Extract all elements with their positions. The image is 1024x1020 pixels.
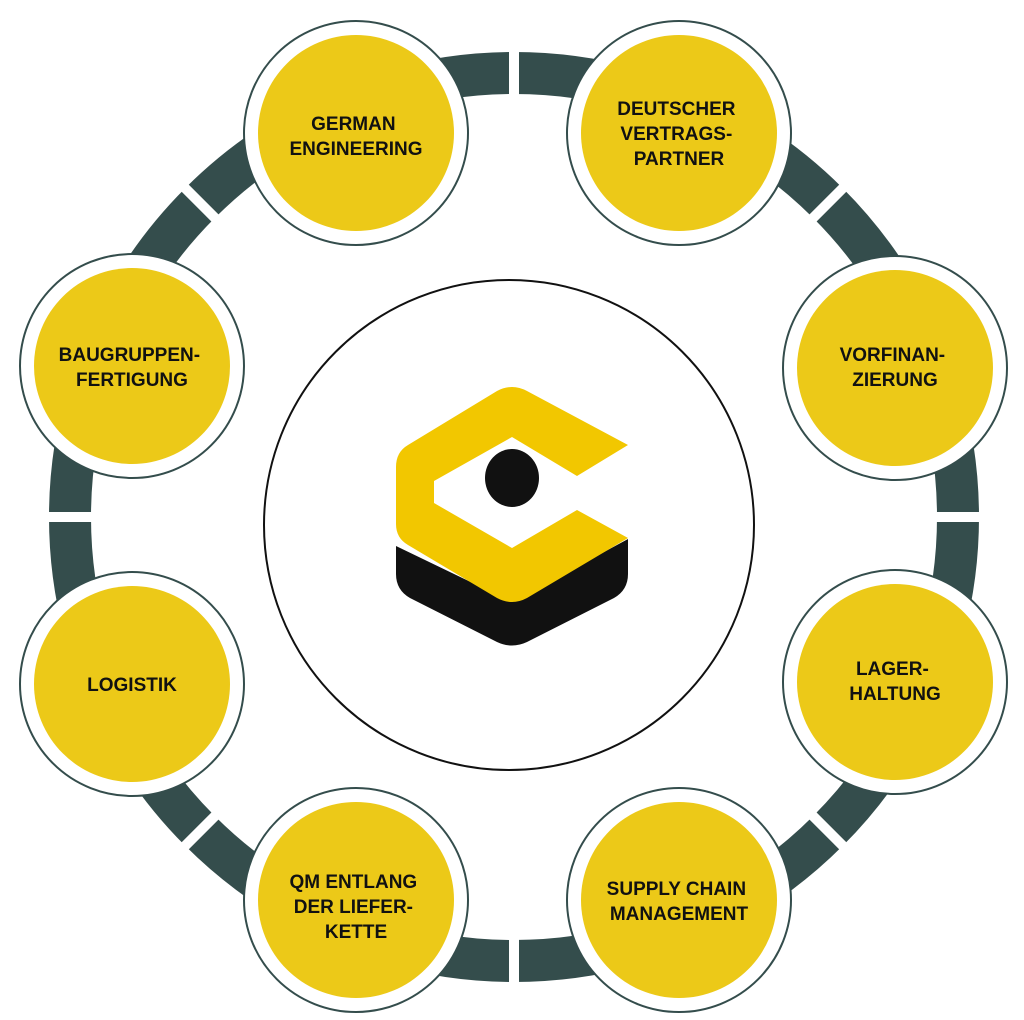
- node-fill: [797, 584, 993, 780]
- logo-yellow-c: [396, 387, 628, 602]
- node-label: SUPPLY CHAIN MANAGEMENT: [607, 879, 752, 925]
- node-label-line: MANAGEMENT: [610, 904, 749, 925]
- node-label-line: HALTUNG: [849, 684, 940, 705]
- node-label-line: LOGISTIK: [87, 675, 177, 696]
- node-baugruppenfertigung: BAUGRUPPEN- FERTIGUNG: [19, 253, 245, 479]
- node-lagerhaltung: LAGER- HALTUNG: [782, 569, 1008, 795]
- ring-gap: [804, 179, 852, 227]
- node-german-engineering: GERMAN ENGINEERING: [243, 20, 469, 246]
- node-fill: [258, 35, 454, 231]
- node-label-line: KETTE: [325, 922, 387, 943]
- node-qm-entlang-der-lieferkette: QM ENTLANG DER LIEFER- KETTE: [243, 787, 469, 1013]
- node-label-line: ZIERUNG: [852, 370, 938, 391]
- node-supply-chain-management: SUPPLY CHAIN MANAGEMENT: [566, 787, 792, 1013]
- node-label: BAUGRUPPEN- FERTIGUNG: [59, 345, 206, 391]
- center-hub: [263, 279, 755, 771]
- node-label-line: BAUGRUPPEN-: [59, 345, 200, 366]
- ring-gap: [176, 179, 224, 227]
- node-fill: [258, 802, 454, 998]
- node-fill: [34, 586, 230, 782]
- node-label: LOGISTIK: [87, 675, 177, 696]
- node-label: QM ENTLANG DER LIEFER- KETTE: [290, 872, 423, 943]
- node-label-line: ENGINEERING: [289, 139, 422, 160]
- node-logistik: LOGISTIK: [19, 571, 245, 797]
- node-fill: [34, 268, 230, 464]
- node-label-line: PARTNER: [634, 149, 725, 170]
- node-label-line: DEUTSCHER: [617, 99, 736, 120]
- node-label: VORFINAN- ZIERUNG: [840, 345, 951, 391]
- node-label-line: FERTIGUNG: [76, 370, 188, 391]
- node-label: LAGER- HALTUNG: [849, 659, 940, 705]
- center-circle: [263, 279, 755, 771]
- ring-gap: [804, 807, 852, 855]
- node-label-line: QM ENTLANG: [290, 872, 418, 893]
- node-label-line: LAGER-: [856, 659, 929, 680]
- node-fill: [581, 802, 777, 998]
- node-label-line: DER LIEFER-: [294, 897, 413, 918]
- node-deutscher-vertragspartner: DEUTSCHER VERTRAGS- PARTNER: [566, 20, 792, 246]
- node-label: DEUTSCHER VERTRAGS- PARTNER: [617, 99, 741, 170]
- ring-gap: [176, 807, 224, 855]
- node-label: GERMAN ENGINEERING: [289, 114, 422, 160]
- logo-eye-dot: [485, 449, 539, 507]
- service-nodes: GERMAN ENGINEERING DEUTSCHER VERTRAGS- P…: [19, 20, 1008, 1013]
- node-fill: [797, 270, 993, 466]
- node-label-line: VORFINAN-: [840, 345, 946, 366]
- ring-gaps: [42, 45, 986, 989]
- cube-c-logo-icon: [396, 387, 628, 646]
- node-vorfinanzierung: VORFINAN- ZIERUNG: [782, 255, 1008, 481]
- node-fill: [581, 35, 777, 231]
- node-label-line: GERMAN: [311, 114, 395, 135]
- node-label-line: VERTRAGS-: [620, 124, 732, 145]
- node-label-line: SUPPLY CHAIN: [607, 879, 746, 900]
- outer-ring: [42, 45, 986, 989]
- logo-black-base: [396, 539, 628, 646]
